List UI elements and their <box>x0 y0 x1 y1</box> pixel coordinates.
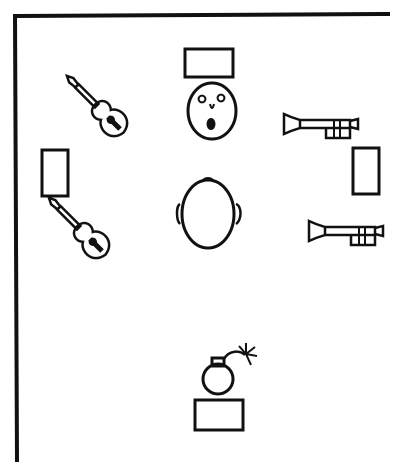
frame-top-border <box>17 14 390 16</box>
bomb-icon <box>203 343 257 394</box>
rectangle-left <box>42 150 68 196</box>
head-back-icon <box>177 178 241 248</box>
frame-left-border <box>15 14 17 462</box>
guitar-icon-bottom <box>40 189 115 264</box>
rectangle-bottom <box>195 400 243 430</box>
rectangle-right <box>353 148 379 194</box>
trumpet-icon-bottom <box>309 221 383 245</box>
guitar-icon-top <box>58 67 133 142</box>
trumpet-icon-top <box>284 114 358 138</box>
face-front-icon <box>188 83 236 139</box>
rectangle-top <box>185 49 233 77</box>
